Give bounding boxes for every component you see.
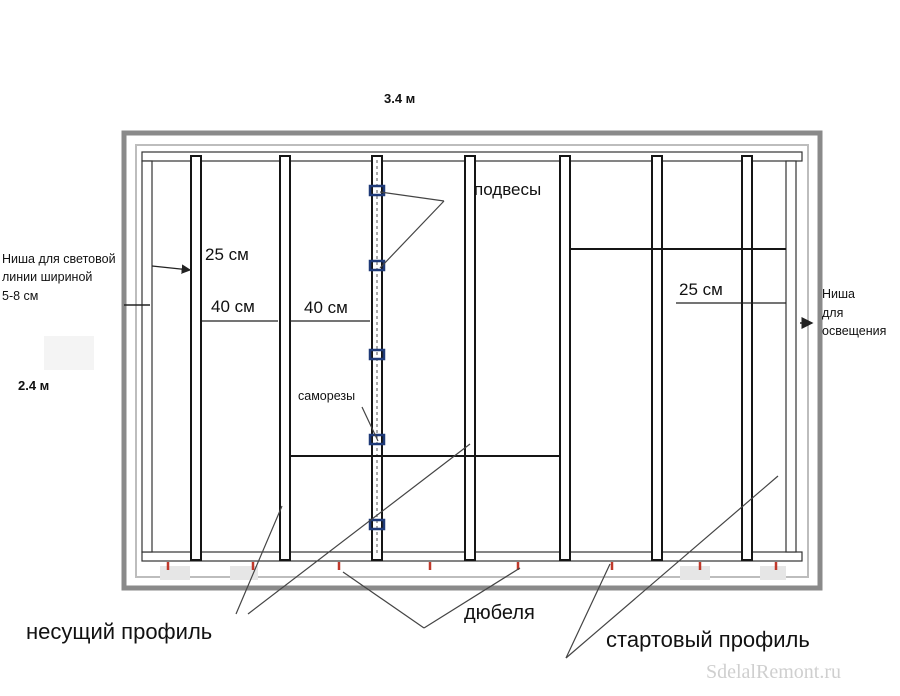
niche-left-label-3: 5-8 см [2, 289, 39, 303]
niche-right-label-2: для [822, 306, 844, 320]
bearing-profile [559, 155, 571, 561]
hanger [368, 348, 386, 361]
bearing-profile [464, 155, 476, 561]
side-profile-left [141, 160, 153, 553]
leader-starter [565, 563, 611, 659]
niche-left-label-2: линии шириной [2, 270, 93, 284]
leader-screws [361, 406, 379, 442]
room-inner [135, 144, 809, 578]
leader-bearing [247, 443, 471, 615]
gap-40-b-label: 40 см [304, 298, 348, 317]
hanger [368, 433, 386, 446]
niche-left-label-1: Ниша для световой [2, 252, 116, 266]
dowels [166, 562, 778, 570]
gap-25-left-label: 25 см [205, 245, 249, 264]
gap-25-right-label: 25 см [679, 280, 723, 299]
leader-bearing [235, 505, 283, 615]
wall-block [230, 566, 258, 580]
leader-hangers [379, 191, 445, 202]
leader-starter [565, 475, 779, 659]
wall-block [760, 566, 786, 580]
bearing-profile [190, 155, 202, 561]
niche-block [44, 336, 94, 370]
dowels-label: дюбеля [464, 602, 535, 624]
watermark: SdelalRemont.ru [706, 661, 841, 683]
hanger [368, 184, 386, 197]
gap-40-a-label: 40 см [211, 297, 255, 316]
hanger [368, 518, 386, 531]
width-dimension: 3.4 м [384, 91, 416, 106]
screws-label: саморезы [298, 389, 356, 403]
bearing-profiles [190, 155, 753, 561]
hangers [368, 184, 386, 531]
bearing-profile [741, 155, 753, 561]
dim-25-left [151, 264, 192, 274]
wall-block [680, 566, 710, 580]
bearing-profile [279, 155, 291, 561]
niche-right-label-1: Ниша [822, 287, 855, 301]
starter-profile-label: стартовый профиль [606, 627, 810, 652]
bearing-profile [651, 155, 663, 561]
wall-block [160, 566, 190, 580]
bearing-profile-label: несущий профиль [26, 619, 213, 644]
side-profile-right [785, 160, 797, 553]
room-outline [121, 130, 823, 591]
hanger [368, 259, 386, 272]
leader-hangers [379, 200, 445, 269]
hangers-label: подвесы [474, 180, 542, 199]
leader-dowels [423, 567, 521, 629]
height-dimension: 2.4 м [18, 378, 50, 393]
niche-right-label-3: освещения [822, 324, 887, 338]
leader-dowels [342, 571, 425, 629]
